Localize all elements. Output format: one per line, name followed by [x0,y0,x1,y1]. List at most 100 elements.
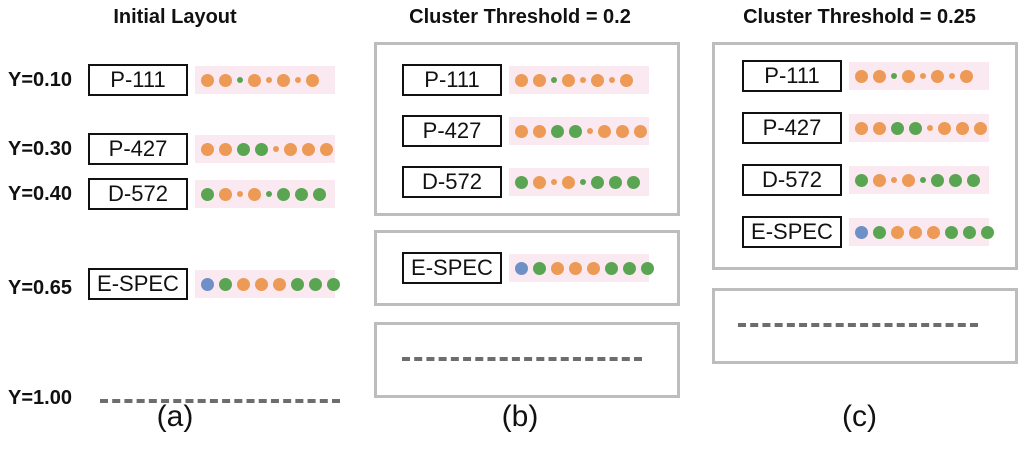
item-label: D-572 [742,164,842,196]
orange-big-dot [273,277,286,291]
orange-big-dot [902,69,915,83]
green-small-dot [580,179,586,185]
orange-big-dot [302,142,315,156]
orange-big-dot [591,73,604,87]
orange-small-dot [949,73,955,79]
dot-strip [509,254,654,282]
green-big-dot [605,261,618,275]
item-p427: P-427 [402,115,652,147]
item-label: E-SPEC [402,252,502,284]
green-big-dot [255,142,268,156]
orange-big-dot [551,261,564,275]
orange-big-dot [927,225,940,239]
green-big-dot [967,173,980,187]
item-label: P-111 [402,64,502,96]
green-small-dot [266,191,272,197]
dot-strip [849,166,989,194]
orange-big-dot [277,73,290,87]
green-big-dot [909,121,922,135]
item-label: P-427 [402,115,502,147]
orange-big-dot [938,121,951,135]
item-d572: D-572 [402,166,652,198]
orange-big-dot [956,121,969,135]
item-espec: E-SPEC [88,268,340,300]
y-label-0.40: Y=0.40 [8,183,72,205]
orange-big-dot [533,175,546,189]
blue-big-dot [201,277,214,291]
orange-big-dot [201,142,214,156]
orange-small-dot [609,77,615,83]
dot-strip [195,180,335,208]
orange-big-dot [634,124,647,138]
orange-big-dot [902,173,915,187]
orange-big-dot [219,73,232,87]
dot-strip [849,62,989,90]
green-big-dot [533,261,546,275]
dashed-line [100,399,340,403]
orange-big-dot [562,175,575,189]
item-label: P-111 [88,64,188,96]
green-big-dot [949,173,962,187]
green-small-dot [920,177,926,183]
item-d572: D-572 [742,164,992,196]
orange-big-dot [909,225,922,239]
dot-strip [195,135,335,163]
green-big-dot [891,121,904,135]
panel-initial-layout: Initial Layout Y=0.10 Y=0.30 Y=0.40 Y=0.… [0,0,350,450]
orange-big-dot [284,142,297,156]
orange-big-dot [855,69,868,83]
item-label: D-572 [402,166,502,198]
orange-big-dot [960,69,973,83]
item-espec: E-SPEC [402,252,654,284]
item-label: P-111 [742,60,842,92]
green-small-dot [237,77,243,83]
orange-small-dot [587,128,593,134]
orange-big-dot [620,73,633,87]
green-big-dot [609,175,622,189]
panel-threshold-0.2: Cluster Threshold = 0.2 P-111 P-427 D-57… [350,0,690,450]
item-espec: E-SPEC [742,216,994,248]
green-big-dot [291,277,304,291]
dot-strip [195,270,340,298]
item-p427: P-427 [88,133,338,165]
green-big-dot [641,261,654,275]
dot-strip [849,218,994,246]
dot-strip [509,168,649,196]
y-label-0.30: Y=0.30 [8,138,72,160]
panel-b-caption: (b) [501,400,539,433]
green-big-dot [623,261,636,275]
orange-big-dot [237,277,250,291]
green-big-dot [569,124,582,138]
green-big-dot [855,173,868,187]
green-big-dot [219,277,232,291]
y-label-1.00: Y=1.00 [8,387,72,409]
blue-big-dot [855,225,868,239]
green-big-dot [295,187,308,201]
orange-big-dot [873,173,886,187]
orange-big-dot [562,73,575,87]
orange-big-dot [931,69,944,83]
orange-big-dot [248,73,261,87]
item-d572: D-572 [88,178,338,210]
green-big-dot [237,142,250,156]
dashed-line [402,357,642,361]
panel-a-title: Initial Layout [113,6,237,28]
orange-small-dot [927,125,933,131]
item-p111: P-111 [88,64,338,96]
green-small-dot [551,77,557,83]
orange-big-dot [855,121,868,135]
dot-strip [509,117,649,145]
y-label-0.10: Y=0.10 [8,69,72,91]
dot-strip [195,66,335,94]
orange-big-dot [201,73,214,87]
green-big-dot [981,225,994,239]
item-label: E-SPEC [742,216,842,248]
orange-big-dot [533,124,546,138]
orange-big-dot [515,124,528,138]
panel-threshold-0.25: Cluster Threshold = 0.25 P-111 P-427 D-5… [690,0,1029,450]
item-label: P-427 [88,133,188,165]
panel-c-title: Cluster Threshold = 0.25 [743,6,976,28]
orange-big-dot [974,121,987,135]
orange-small-dot [273,146,279,152]
orange-big-dot [515,73,528,87]
